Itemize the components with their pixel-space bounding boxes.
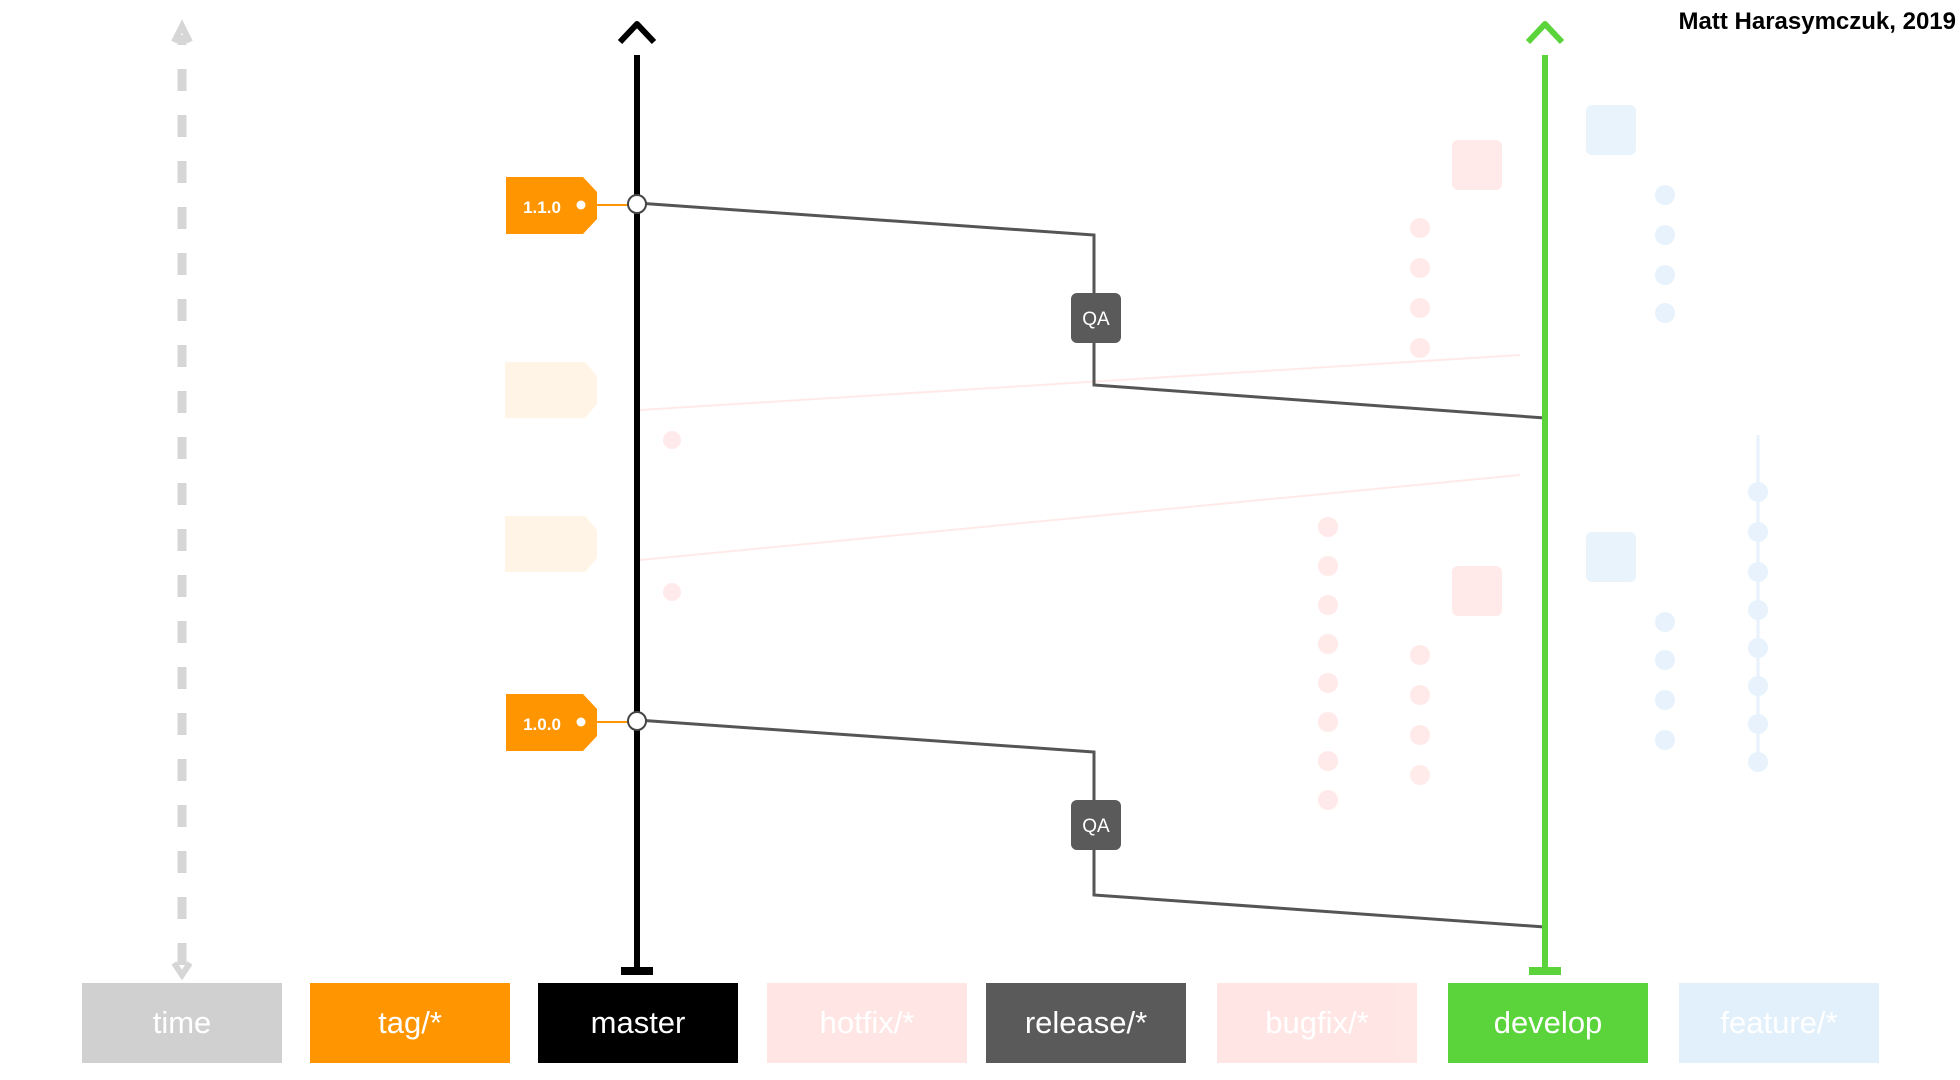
author-credit: Matt Harasymczuk, 2019: [1678, 8, 1956, 35]
faded-pr-box: [1586, 532, 1636, 582]
legend-label: feature/*: [1720, 1005, 1838, 1040]
legend-label: tag/*: [378, 1005, 442, 1040]
legend-tag: tag/*: [310, 983, 510, 1063]
master-base-icon: [621, 967, 653, 975]
qa-label: QA: [1082, 816, 1110, 837]
faded-commit: [663, 431, 681, 449]
qa-box-upper: QA: [1071, 293, 1121, 343]
tag-label: 1.1.0: [523, 198, 561, 217]
legend-hotfix: hotfix/*: [767, 983, 967, 1063]
master-commit-1-1-0: [627, 194, 647, 214]
faded-pr-box: [1452, 566, 1502, 616]
faded-commit: [663, 583, 681, 601]
tag-hole-icon: [576, 200, 586, 210]
tag-hole-icon: [576, 717, 586, 727]
time-axis-base-icon: [171, 961, 193, 981]
develop-base-icon: [1529, 967, 1561, 975]
legend-label: bugfix/*: [1265, 1005, 1369, 1040]
legend-label: develop: [1493, 1005, 1603, 1040]
tag-shape: [506, 177, 597, 234]
legend-develop: develop: [1448, 983, 1648, 1063]
tag-label: 1.0.0: [523, 715, 561, 734]
faded-pr-box: [1586, 105, 1636, 155]
tag-1-0-0: 1.0.0: [506, 694, 597, 751]
legend-time: time: [82, 983, 282, 1063]
tag-shape: [506, 694, 597, 751]
legend-label: hotfix/*: [819, 1005, 915, 1040]
faded-pr-box: [1452, 140, 1502, 190]
qa-label: QA: [1082, 309, 1110, 330]
master-commit-1-0-0: [627, 711, 647, 731]
legend-feature: feature/*: [1679, 983, 1879, 1063]
faded-hotfix-line: [639, 474, 1521, 561]
develop-arrow-icon: [1525, 21, 1565, 45]
legend-label: master: [590, 1005, 686, 1040]
faded-tag-shape: [505, 516, 597, 572]
faded-hotfix-line: [639, 354, 1521, 411]
legend-master: master: [538, 983, 738, 1063]
legend-bugfix: bugfix/*: [1217, 983, 1417, 1063]
legend-label: release/*: [1024, 1005, 1148, 1040]
master-arrow-icon: [617, 21, 657, 45]
qa-box-lower: QA: [1071, 800, 1121, 850]
faded-background-branches: [505, 105, 1768, 810]
time-axis-arrow-icon: [171, 19, 193, 44]
faded-tag-shape: [505, 362, 597, 418]
tag-1-1-0: 1.1.0: [506, 177, 597, 234]
legend-release: release/*: [986, 983, 1186, 1063]
legend-label: time: [152, 1005, 212, 1040]
